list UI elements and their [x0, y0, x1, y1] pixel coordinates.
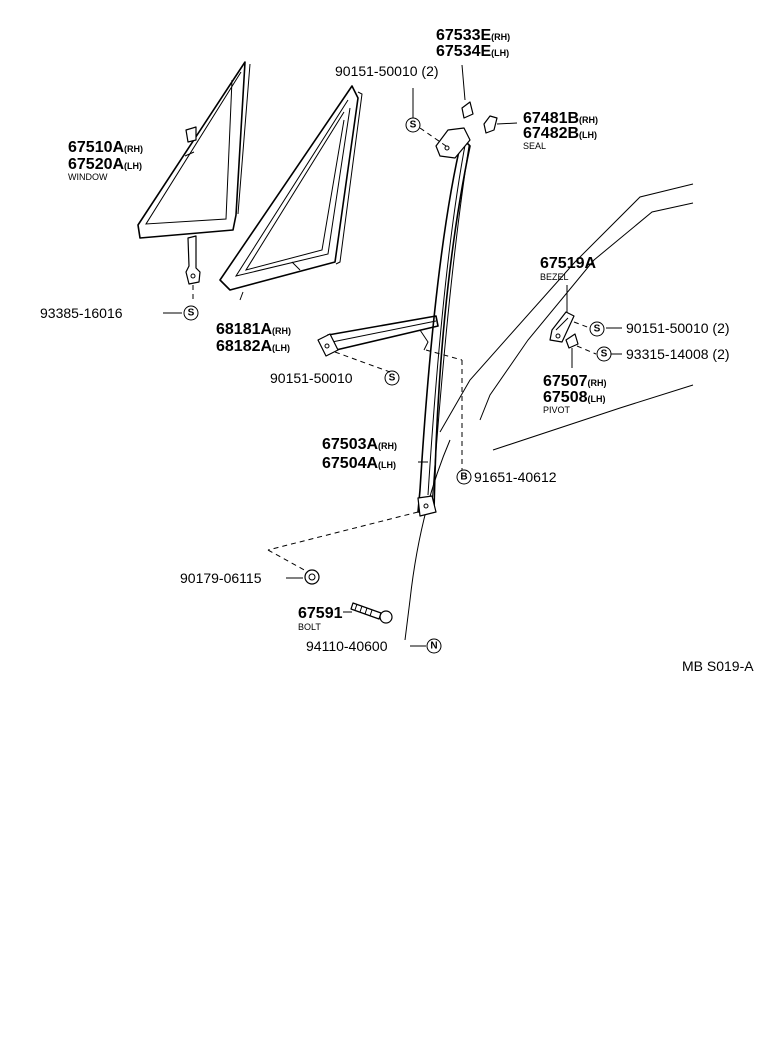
- svg-text:67533E(RH): 67533E(RH): [436, 27, 510, 44]
- bezel-pivot: [549, 311, 579, 349]
- svg-text:67534E(LH): 67534E(LH): [436, 43, 509, 60]
- svg-text:BOLT: BOLT: [298, 622, 321, 632]
- label-67519A: 67519A BEZEL: [540, 255, 596, 282]
- diagram-code: MB S019-A: [682, 658, 754, 674]
- svg-text:67503A(RH): 67503A(RH): [322, 436, 397, 453]
- svg-text:S: S: [410, 120, 417, 131]
- label-90151-right: 90151-50010 (2): [626, 320, 730, 336]
- clip-part: [461, 101, 474, 119]
- s-symbol: S: [183, 305, 199, 321]
- svg-text:SEAL: SEAL: [523, 141, 546, 151]
- svg-text:67591: 67591: [298, 605, 343, 622]
- label-67591: 67591 BOLT: [298, 605, 343, 632]
- svg-text:S: S: [594, 324, 601, 335]
- svg-text:B: B: [460, 472, 467, 483]
- label-93315: 93315-14008 (2): [626, 346, 730, 362]
- svg-text:67510A(RH): 67510A(RH): [68, 139, 143, 156]
- b-symbol: B: [456, 469, 472, 485]
- leader-lines: [163, 64, 622, 647]
- body-outline: [404, 183, 694, 641]
- svg-text:S: S: [389, 373, 396, 384]
- division-bar: [317, 127, 471, 517]
- s-symbol: S: [384, 370, 400, 386]
- s-symbol: S: [596, 346, 612, 362]
- svg-text:BEZEL: BEZEL: [540, 272, 569, 282]
- label-91651: 91651-40612: [474, 469, 557, 485]
- svg-text:67504A(LH): 67504A(LH): [322, 455, 396, 472]
- bolt-part: [350, 602, 393, 624]
- svg-text:68182A(LH): 68182A(LH): [216, 338, 290, 355]
- label-67533E: 67533E(RH) 67534E(LH): [436, 27, 510, 60]
- label-94110: 94110-40600: [306, 638, 388, 654]
- label-90151-top: 90151-50010 (2): [335, 63, 439, 79]
- svg-text:67520A(LH): 67520A(LH): [68, 156, 142, 173]
- n-symbol: N: [426, 638, 442, 654]
- label-90151-mid: 90151-50010: [270, 370, 353, 386]
- svg-text:S: S: [188, 308, 195, 319]
- svg-text:67508(LH): 67508(LH): [543, 389, 606, 406]
- seal-part: [483, 115, 498, 134]
- window-glass: [137, 61, 251, 285]
- svg-text:68181A(RH): 68181A(RH): [216, 321, 291, 338]
- svg-text:67519A: 67519A: [540, 255, 596, 272]
- label-67507: 67507(RH) 67508(LH) PIVOT: [543, 373, 607, 415]
- s-symbol: S: [405, 117, 421, 133]
- svg-text:N: N: [430, 641, 437, 652]
- label-93385: 93385-16016: [40, 305, 123, 321]
- svg-text:67507(RH): 67507(RH): [543, 373, 607, 390]
- svg-text:PIVOT: PIVOT: [543, 405, 571, 415]
- svg-text:67482B(LH): 67482B(LH): [523, 125, 597, 142]
- label-67481B: 67481B(RH) 67482B(LH) SEAL: [523, 110, 598, 151]
- svg-text:67481B(RH): 67481B(RH): [523, 110, 598, 127]
- nut-part: [304, 569, 320, 585]
- svg-text:WINDOW: WINDOW: [68, 172, 108, 182]
- weatherstrip: [219, 85, 363, 291]
- label-90179: 90179-06115: [180, 570, 262, 586]
- label-68181A: 68181A(RH) 68182A(LH): [216, 321, 291, 355]
- label-67510A: 67510A(RH) 67520A(LH) WINDOW: [68, 139, 143, 182]
- s-symbol: S: [589, 321, 605, 337]
- svg-text:S: S: [601, 349, 608, 360]
- label-67503A: 67503A(RH) 67504A(LH): [322, 436, 397, 472]
